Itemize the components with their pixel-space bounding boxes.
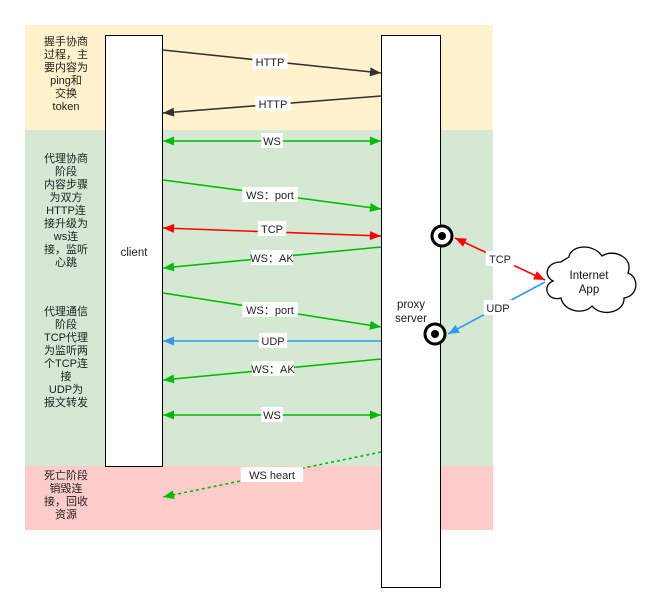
arrowhead-4-client — [163, 223, 175, 233]
message-label-8: WS：AK — [251, 361, 295, 376]
phase-text-communication: 代理通信 阶段 TCP代理 为监听两 个TCP连 接 UDP为 报文转发 — [44, 306, 88, 409]
client-label: client — [120, 247, 148, 259]
message-label-10: WS heart — [240, 467, 304, 482]
phase-text-negotiation: 代理协商 阶段 内容步骤 为双方 HTTP连 接升级为 ws连 接，监听 心跳 — [44, 153, 88, 269]
svg-text:TCP: TCP — [261, 224, 283, 236]
arrowhead-9-client — [163, 410, 174, 420]
svg-text:HTTP: HTTP — [259, 99, 288, 111]
arrowhead-6-server — [369, 320, 381, 330]
message-label-6: WS：port — [242, 302, 298, 317]
message-label-3: WS：port — [242, 187, 298, 202]
svg-text:TCP: TCP — [489, 254, 511, 266]
message-label-4: TCP — [257, 221, 287, 236]
arrowhead-8-client — [163, 374, 175, 384]
message-label-7: UDP — [258, 333, 288, 348]
svg-text:WS: WS — [263, 410, 281, 422]
svg-text:HTTP: HTTP — [256, 57, 285, 69]
server-lifeline — [381, 35, 441, 588]
svg-text:WS：AK: WS：AK — [250, 253, 294, 265]
udp-port-icon-dot — [431, 330, 439, 338]
message-label-udp-ext: UDP — [483, 300, 513, 315]
arrowhead-2-server — [370, 136, 381, 146]
tcp-port-icon-dot — [438, 232, 446, 240]
phase-text-death: 死亡阶段 销毁连 接，回收 资源 — [44, 470, 88, 521]
tcp-external-arrow-server — [455, 238, 467, 247]
svg-text:UDP: UDP — [486, 303, 509, 315]
message-line-10 — [162, 451, 382, 498]
message-label-9: WS — [261, 407, 283, 422]
message-label-1: HTTP — [255, 96, 291, 111]
svg-text:WS：port: WS：port — [246, 305, 294, 317]
message-label-0: HTTP — [252, 54, 288, 69]
arrowhead-3-server — [369, 203, 381, 213]
message-label-2: WS — [261, 133, 283, 148]
tcp-external-arrow-cloud — [533, 271, 545, 280]
svg-text:WS：AK: WS：AK — [251, 364, 295, 376]
arrowhead-2-client — [163, 136, 174, 146]
svg-text:WS heart: WS heart — [249, 470, 295, 482]
arrowhead-0-server — [369, 67, 381, 77]
svg-text:WS: WS — [263, 136, 281, 148]
phase-text-handshake: 握手协商 过程，主 要内容为 ping和 交换 token — [44, 36, 88, 113]
internet-app-label: Internet App — [569, 270, 609, 296]
arrowhead-10-client — [163, 490, 175, 500]
arrowhead-1-client — [163, 107, 175, 117]
message-label-5: WS：AK — [250, 250, 294, 265]
client-lifeline — [105, 35, 163, 467]
svg-text:WS：port: WS：port — [246, 190, 294, 202]
udp-external-arrow-server — [448, 324, 460, 334]
arrowhead-9-server — [370, 410, 381, 420]
arrowhead-5-client — [163, 262, 175, 272]
arrowhead-4-server — [369, 231, 381, 241]
internet-cloud-icon — [546, 246, 637, 314]
svg-text:UDP: UDP — [261, 336, 284, 348]
arrowhead-7-client — [163, 336, 174, 346]
message-label-tcp-ext: TCP — [485, 251, 515, 266]
server-label: proxy server — [395, 299, 427, 325]
